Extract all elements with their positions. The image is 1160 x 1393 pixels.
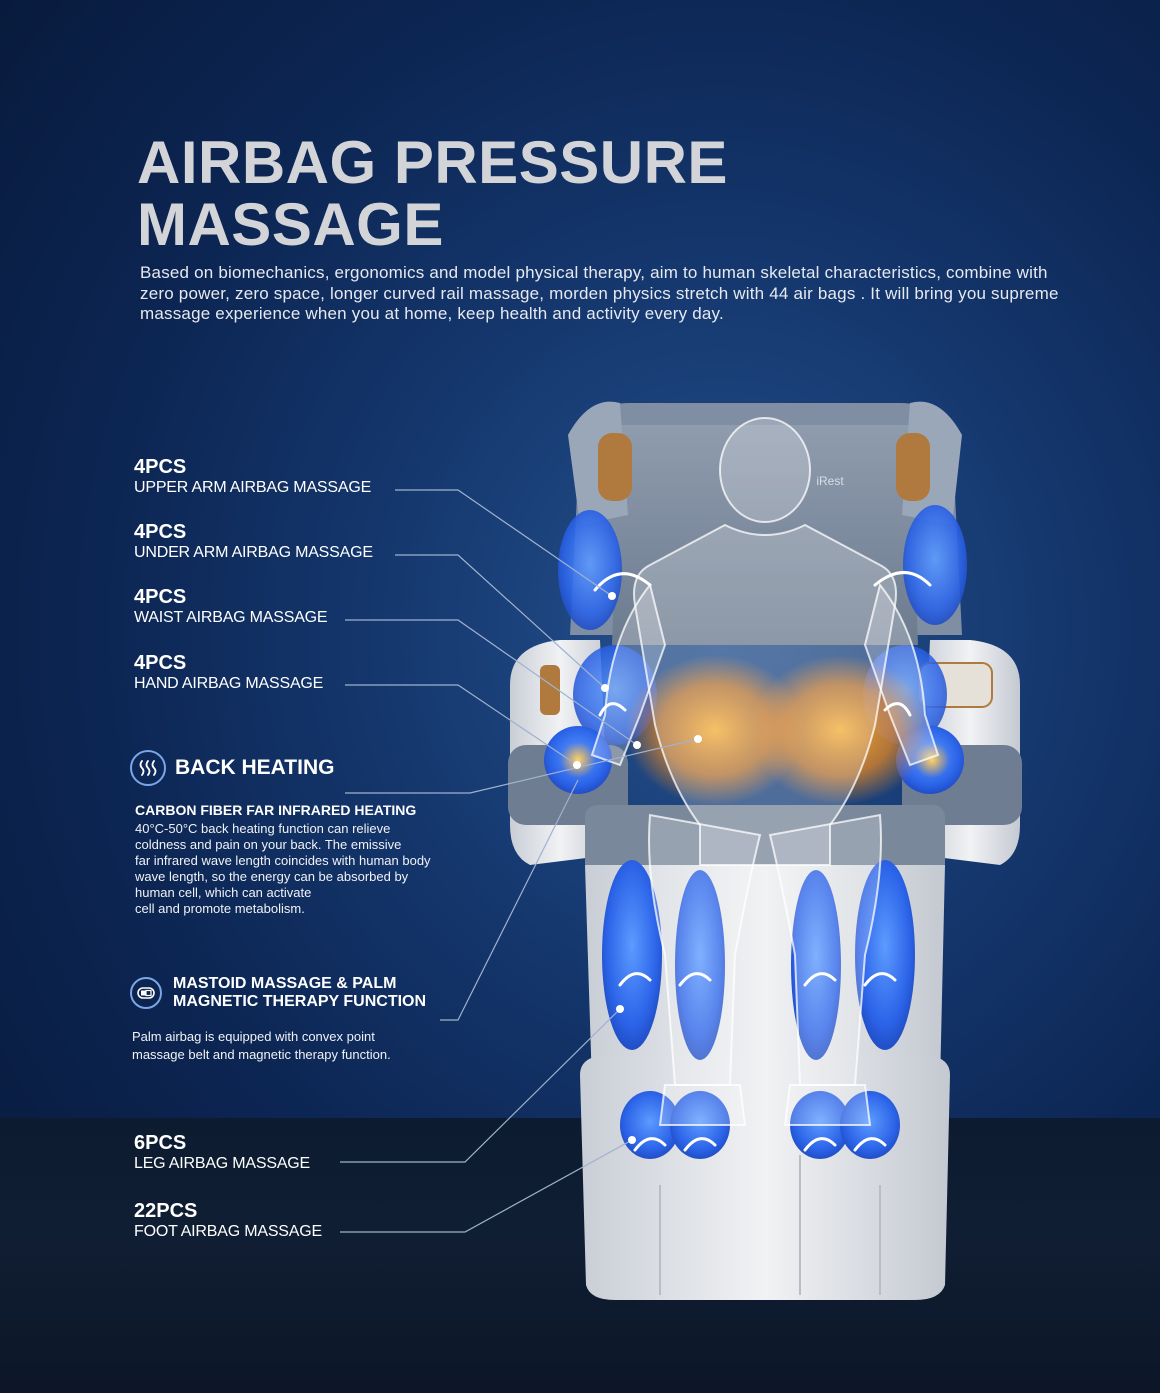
magnetic-title-line2: MAGNETIC THERAPY FUNCTION <box>173 993 427 1010</box>
magnetic-line: Palm airbag is equipped with convex poin… <box>132 1029 375 1044</box>
massage-chair-illustration: iRest <box>508 401 1022 1300</box>
spec-leg: 6PCS LEG AIRBAG MASSAGE <box>134 1132 310 1174</box>
spec-label: UNDER ARM AIRBAG MASSAGE <box>134 544 373 561</box>
spec-foot: 22PCS FOOT AIRBAG MASSAGE <box>134 1200 322 1242</box>
spec-under-arm: 4PCS UNDER ARM AIRBAG MASSAGE <box>134 521 373 563</box>
spec-qty: 4PCS <box>134 652 187 674</box>
heat-waves-icon <box>130 750 166 786</box>
spec-label: WAIST AIRBAG MASSAGE <box>134 609 328 626</box>
body-silhouette <box>590 417 940 1126</box>
page-title-line2: MASSAGE <box>137 191 444 258</box>
magnetic-therapy-heading: MASTOID MASSAGE & PALM MAGNETIC THERAPY … <box>130 975 426 1011</box>
spec-label: UPPER ARM AIRBAG MASSAGE <box>134 479 372 496</box>
spec-label: FOOT AIRBAG MASSAGE <box>134 1223 322 1240</box>
heating-zone <box>560 655 950 805</box>
spec-qty: 4PCS <box>134 521 187 543</box>
back-heating-heading: BACK HEATING <box>130 750 334 786</box>
heating-line: coldness and pain on your back. The emis… <box>135 837 402 852</box>
magnetic-description: Palm airbag is equipped with convex poin… <box>132 1028 391 1064</box>
brand-logo: iRest <box>816 474 844 488</box>
spec-qty: 6PCS <box>134 1132 187 1154</box>
spec-waist: 4PCS WAIST AIRBAG MASSAGE <box>134 586 328 628</box>
magnetic-line: massage belt and magnetic therapy functi… <box>132 1047 391 1062</box>
back-heating-title: BACK HEATING <box>175 756 335 779</box>
page-title: AIRBAG PRESSURE MASSAGE <box>137 132 728 256</box>
spec-hand: 4PCS HAND AIRBAG MASSAGE <box>134 652 323 694</box>
spec-upper-arm: 4PCS UPPER ARM AIRBAG MASSAGE <box>134 456 371 498</box>
motion-arrows <box>593 571 932 1152</box>
magnetic-title: MASTOID MASSAGE & PALM MAGNETIC THERAPY … <box>173 975 426 1011</box>
page-title-line1: AIRBAG PRESSURE <box>137 129 728 196</box>
magnet-icon <box>130 977 162 1009</box>
floor-backdrop <box>0 1118 1160 1393</box>
heating-line: 40°C-50°C back heating function can reli… <box>135 821 391 836</box>
spec-qty: 4PCS <box>134 586 187 608</box>
heating-line: far infrared wave length coincides with … <box>135 853 431 868</box>
heating-subtitle: CARBON FIBER FAR INFRARED HEATING <box>135 802 417 818</box>
spec-label: HAND AIRBAG MASSAGE <box>134 675 324 692</box>
heating-line: wave length, so the energy can be absorb… <box>135 869 409 884</box>
magnetic-title-line1: MASTOID MASSAGE & PALM <box>173 975 397 992</box>
heating-description: 40°C-50°C back heating function can reli… <box>135 821 431 917</box>
heating-line: cell and promote metabolism. <box>135 901 305 916</box>
intro-paragraph: Based on biomechanics, ergonomics and mo… <box>140 263 1059 323</box>
spec-qty: 4PCS <box>134 456 187 478</box>
spec-label: LEG AIRBAG MASSAGE <box>134 1155 311 1172</box>
spec-qty: 22PCS <box>134 1200 198 1222</box>
heating-line: human cell, which can activate <box>135 885 312 900</box>
